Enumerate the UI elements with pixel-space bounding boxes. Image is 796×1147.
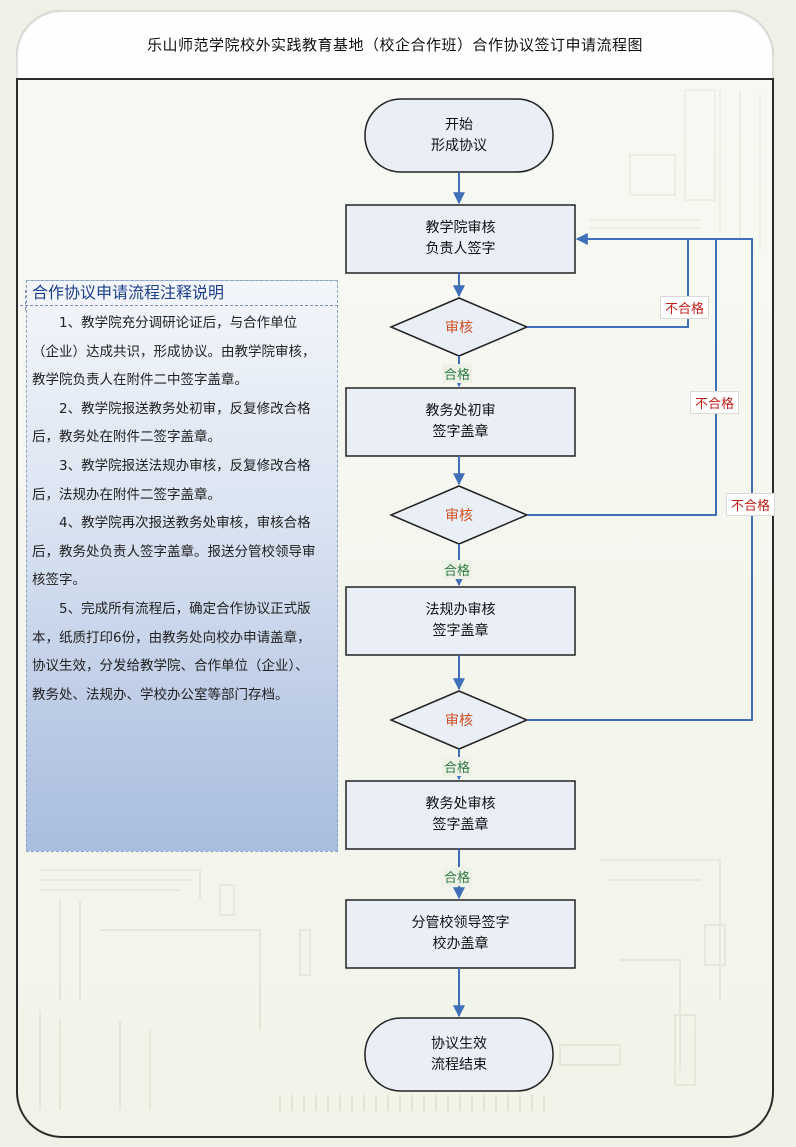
review3-label: 审核 bbox=[445, 713, 473, 729]
note-item: 1、教学院充分调研论证后，与合作单位（企业）达成共识，形成协议。由教学院审核，教… bbox=[32, 315, 316, 389]
end-label: 协议生效 流程结束 bbox=[365, 1018, 553, 1091]
pass2-label: 合格 bbox=[442, 560, 473, 579]
step4-line2: 签字盖章 bbox=[432, 817, 489, 833]
step1-line1: 教学院审核 bbox=[425, 220, 496, 236]
note-item: 4、教学院再次报送教务处审核，审核合格后，教务处负责人签字盖章。报送分管校领导审… bbox=[32, 515, 316, 589]
end-line1: 协议生效 bbox=[431, 1035, 487, 1052]
step5-line2: 校办盖章 bbox=[432, 936, 489, 952]
end-line2: 流程结束 bbox=[431, 1056, 487, 1073]
step5-line1: 分管校领导签字 bbox=[411, 915, 510, 931]
start-label: 开始 形成协议 bbox=[365, 99, 553, 172]
step5-label: 分管校领导签字 校办盖章 bbox=[346, 900, 575, 968]
step-college-review bbox=[345, 204, 576, 274]
fail3-label: 不合格 bbox=[726, 493, 776, 516]
step-academic-initial bbox=[345, 387, 576, 457]
start-line2: 形成协议 bbox=[431, 137, 487, 154]
step-legal-review bbox=[345, 586, 576, 656]
review2-label: 审核 bbox=[445, 508, 473, 524]
notes-heading: 合作协议申请流程注释说明 bbox=[32, 283, 225, 302]
step2-label: 教务处初审 签字盖章 bbox=[346, 388, 575, 456]
end-terminal bbox=[364, 1017, 554, 1092]
pass1-label: 合格 bbox=[442, 364, 473, 383]
note-item: 5、完成所有流程后，确定合作协议正式版本，纸质打印6份，由教务处向校办申请盖章，… bbox=[32, 600, 311, 703]
step1-label: 教学院审核 负责人签字 bbox=[346, 205, 575, 273]
notes-divider bbox=[20, 305, 338, 306]
notes-body: 1、教学院充分调研论证后，与合作单位（企业）达成共识，形成协议。由教学院审核，教… bbox=[32, 309, 322, 709]
step1-line2: 负责人签字 bbox=[425, 241, 496, 257]
notes-divider-tick bbox=[25, 290, 26, 310]
arrow-fail-loop-3 bbox=[527, 238, 753, 721]
step4-line1: 教务处审核 bbox=[425, 796, 496, 812]
step4-label: 教务处审核 签字盖章 bbox=[346, 781, 575, 849]
step3-line2: 签字盖章 bbox=[432, 623, 489, 639]
step3-label: 法规办审核 签字盖章 bbox=[346, 587, 575, 655]
pass3-label: 合格 bbox=[442, 757, 473, 776]
fail2-label: 不合格 bbox=[690, 391, 740, 414]
review1-label: 审核 bbox=[445, 320, 473, 336]
notes-panel bbox=[26, 280, 338, 852]
step2-line2: 签字盖章 bbox=[432, 424, 489, 440]
note-item: 3、教学院报送法规办审核，反复修改合格后，法规办在附件二签字盖章。 bbox=[32, 457, 311, 503]
step-academic-review bbox=[345, 780, 576, 850]
pass4-label: 合格 bbox=[442, 867, 473, 886]
page-title: 乐山师范学院校外实践教育基地（校企合作班）合作协议签订申请流程图 bbox=[16, 10, 774, 80]
start-line1: 开始 bbox=[445, 116, 473, 133]
fail1-label: 不合格 bbox=[660, 296, 710, 319]
arrow-fail-loop-2 bbox=[527, 238, 717, 516]
arrow-fail-loop-1 bbox=[527, 233, 689, 328]
note-item: 2、教学院报送教务处初审，反复修改合格后，教务处在附件二签字盖章。 bbox=[32, 400, 311, 446]
step2-line1: 教务处初审 bbox=[425, 403, 496, 419]
step3-line1: 法规办审核 bbox=[425, 602, 496, 618]
step-leader-sign bbox=[345, 899, 576, 969]
